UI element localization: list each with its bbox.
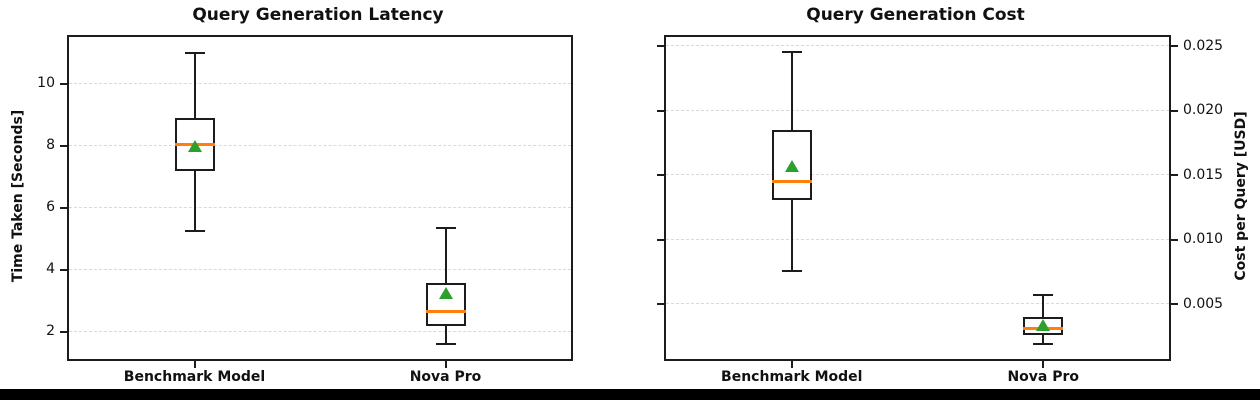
lower-whisker <box>193 170 196 232</box>
y-tick-label: 6 <box>46 199 55 216</box>
y-tick-mark <box>1171 238 1178 241</box>
lower-whisker <box>1042 335 1045 345</box>
x-category-label: Nova Pro <box>1007 369 1080 385</box>
y-tick-label: 8 <box>46 137 55 154</box>
latency-chart-title: Query Generation Latency <box>192 5 444 25</box>
y-tick-mark <box>657 109 664 112</box>
y-gridline <box>666 303 1169 305</box>
upper-whisker <box>790 52 793 130</box>
upper-whisker <box>1042 295 1045 317</box>
y-tick-mark <box>1171 174 1178 177</box>
y-tick-mark <box>1171 109 1178 112</box>
upper-whisker-cap <box>1033 294 1054 296</box>
upper-whisker <box>193 52 196 118</box>
mean-triangle-marker <box>187 139 202 152</box>
y-tick-mark <box>657 45 664 48</box>
y-tick-label: 0.025 <box>1183 37 1224 54</box>
lower-whisker-cap <box>435 342 456 345</box>
y-gridline <box>666 45 1169 47</box>
y-tick-label: 4 <box>46 261 55 278</box>
mean-triangle-marker <box>1036 318 1051 331</box>
x-category-label: Benchmark Model <box>721 369 863 385</box>
cost-chart-title: Query Generation Cost <box>806 5 1025 25</box>
y-tick-label: 2 <box>46 323 55 340</box>
upper-whisker <box>444 227 447 283</box>
upper-whisker-cap <box>184 51 205 54</box>
x-category-label: Nova Pro <box>409 369 482 385</box>
lower-whisker <box>444 325 447 344</box>
y-tick-mark <box>60 268 67 271</box>
y-tick-mark <box>657 174 664 177</box>
x-tick-mark <box>790 361 793 368</box>
median-line <box>425 309 466 313</box>
y-tick-mark <box>60 330 67 333</box>
upper-whisker-cap <box>781 51 802 54</box>
y-tick-mark <box>657 238 664 241</box>
y-tick-label: 0.015 <box>1183 166 1224 183</box>
bottom-black-bar <box>0 389 1260 400</box>
y-tick-label: 0.020 <box>1183 102 1224 119</box>
y-tick-mark <box>60 144 67 147</box>
cost-y-axis-label: Cost per Query [USD] <box>1233 111 1249 281</box>
y-gridline <box>69 331 571 333</box>
lower-whisker-cap <box>184 230 205 233</box>
y-tick-mark <box>1171 45 1178 48</box>
y-gridline <box>69 207 571 209</box>
x-tick-mark <box>193 361 196 368</box>
mean-triangle-marker <box>438 286 453 299</box>
y-gridline <box>69 82 571 84</box>
median-line <box>771 179 812 183</box>
y-gridline <box>666 174 1169 176</box>
y-tick-label: 10 <box>37 75 55 92</box>
y-tick-label: 0.010 <box>1183 231 1224 248</box>
x-category-label: Benchmark Model <box>123 369 266 385</box>
y-tick-mark <box>1171 303 1178 306</box>
y-gridline <box>666 109 1169 111</box>
y-gridline <box>666 238 1169 240</box>
y-tick-label: 0.005 <box>1183 295 1224 312</box>
lower-whisker-cap <box>1033 343 1054 346</box>
y-tick-mark <box>657 303 664 306</box>
latency-y-axis-label: Time Taken [Seconds] <box>10 109 26 283</box>
iqr-box <box>771 129 812 200</box>
y-gridline <box>69 269 571 271</box>
y-tick-mark <box>60 206 67 209</box>
upper-whisker-cap <box>435 226 456 229</box>
lower-whisker-cap <box>781 269 802 272</box>
x-tick-mark <box>1042 361 1045 368</box>
x-tick-mark <box>444 361 447 368</box>
y-gridline <box>69 144 571 146</box>
mean-triangle-marker <box>784 160 799 172</box>
lower-whisker <box>790 199 793 271</box>
y-tick-mark <box>60 82 67 85</box>
